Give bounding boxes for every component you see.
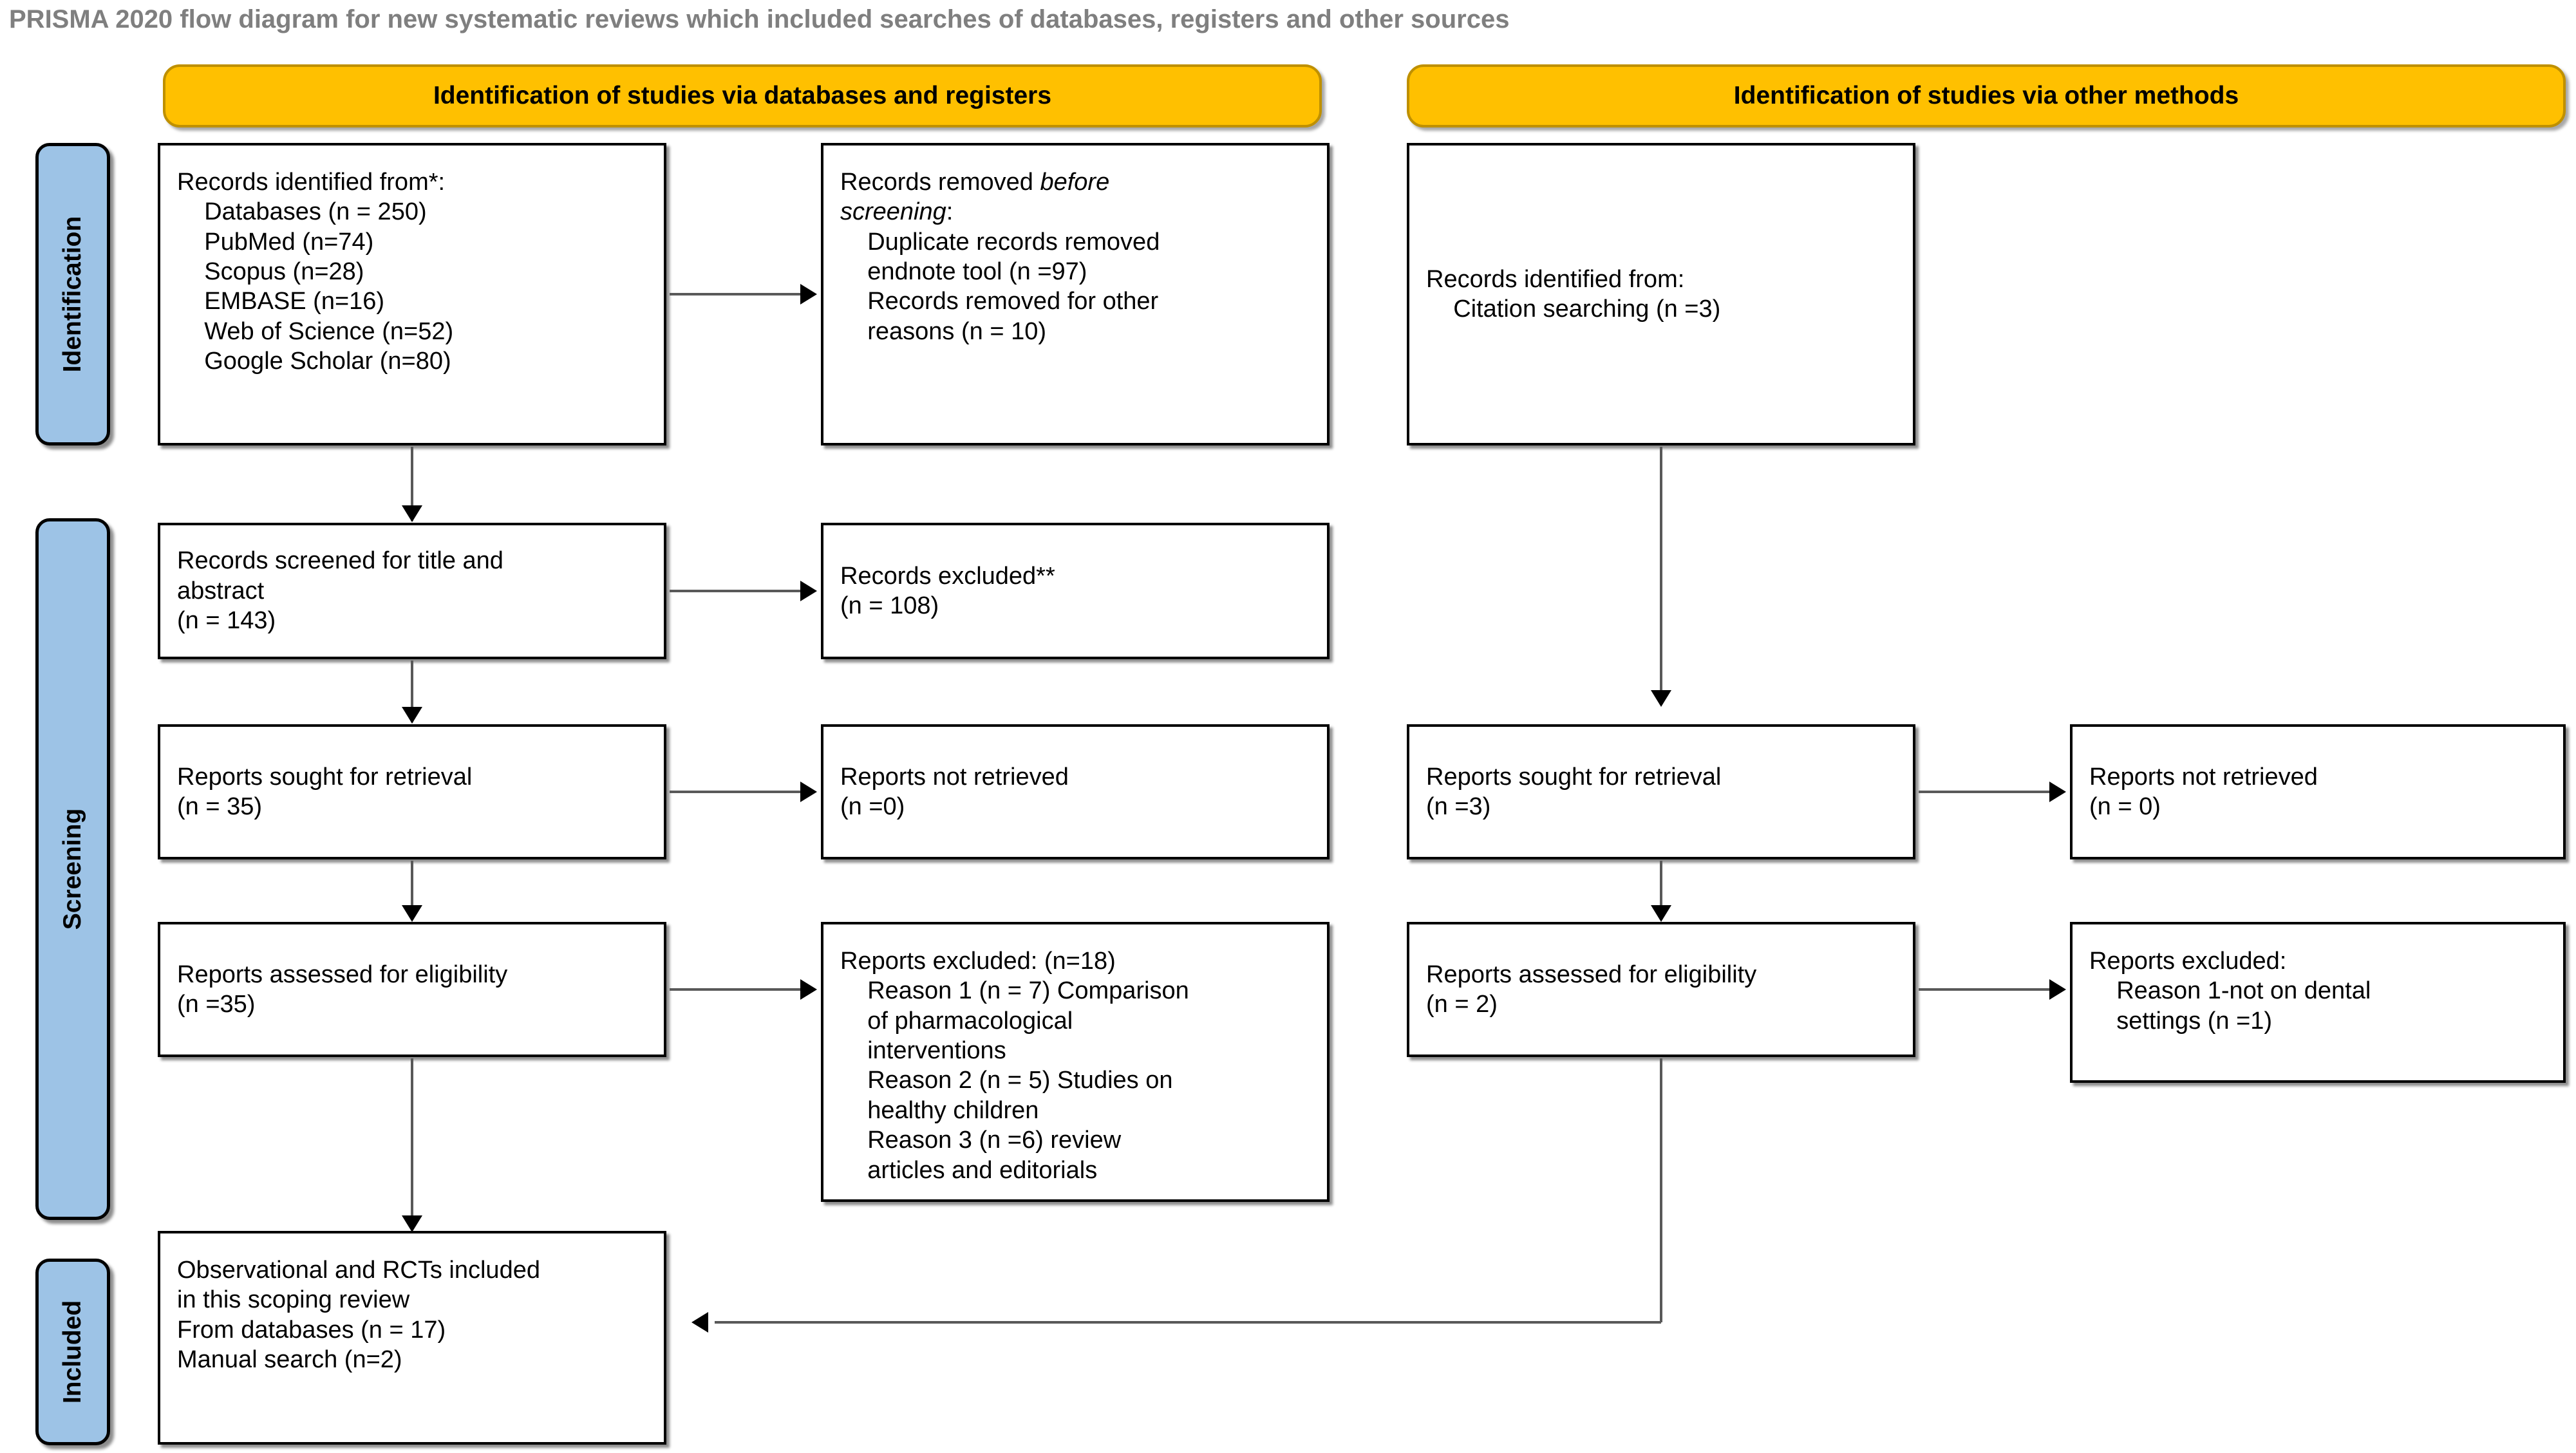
box-reports-excluded-left: Reports excluded: (n=18) Reason 1 (n = 7…: [821, 922, 1330, 1202]
box-records-screened: Records screened for title and abstract …: [158, 523, 666, 659]
banner-databases-registers-label: Identification of studies via databases …: [433, 82, 1052, 109]
arrowhead-screened-to-excluded: [800, 581, 817, 601]
box-reports-not-retrieved-right: Reports not retrieved (n = 0): [2070, 724, 2566, 859]
box-records-removed-text: Records removed before screening: Duplica…: [840, 167, 1160, 346]
phase-included-label: Included: [59, 1300, 86, 1404]
phase-identification-label: Identification: [59, 216, 86, 373]
box-reports-sought-right-text: Reports sought for retrieval (n =3): [1426, 763, 1722, 820]
connector-right-elbow-horizontal: [715, 1321, 1661, 1324]
box-records-removed-before-screening: Records removed before screening: Duplica…: [821, 143, 1330, 445]
records-removed-body: : Duplicate records removed endnote tool…: [867, 198, 1160, 345]
box-reports-sought-left-text: Reports sought for retrieval (n = 35): [177, 763, 473, 820]
box-reports-excluded-left-text: Reports excluded: (n=18) Reason 1 (n = 7…: [840, 948, 1189, 1184]
connector-sought-to-notretrieved-right: [1919, 791, 2051, 793]
arrowhead-other-identified-to-sought: [1651, 690, 1671, 707]
page-title: PRISMA 2020 flow diagram for new systema…: [9, 5, 1510, 33]
banner-other-methods-label: Identification of studies via other meth…: [1733, 82, 2239, 109]
box-reports-not-retrieved-left: Reports not retrieved (n =0): [821, 724, 1330, 859]
box-reports-assessed-right-text: Reports assessed for eligibility (n = 2): [1426, 961, 1757, 1018]
box-records-excluded-text: Records excluded** (n = 108): [840, 562, 1055, 619]
box-reports-sought-right: Reports sought for retrieval (n =3): [1407, 724, 1915, 859]
arrowhead-assessed-to-included: [402, 1215, 422, 1232]
box-records-identified-other: Records identified from: Citation search…: [1407, 143, 1915, 445]
box-reports-assessed-right: Reports assessed for eligibility (n = 2): [1407, 922, 1915, 1057]
records-removed-italic-before: before: [1040, 169, 1110, 196]
connector-assessed-to-included: [411, 1058, 413, 1226]
box-reports-assessed-left: Reports assessed for eligibility (n =35): [158, 922, 666, 1057]
banner-other-methods: Identification of studies via other meth…: [1407, 64, 2566, 127]
arrowhead-screened-to-sought: [402, 707, 422, 724]
connector-identified-to-removed: [670, 293, 802, 295]
phase-screening: Screening: [35, 518, 110, 1220]
connector-sought-to-assessed-left: [411, 861, 413, 920]
arrowhead-assessed-to-excluded-left: [800, 979, 817, 1000]
arrowhead-right-elbow-to-included: [691, 1312, 708, 1333]
box-records-excluded: Records excluded** (n = 108): [821, 523, 1330, 659]
box-reports-not-retrieved-left-text: Reports not retrieved (n =0): [840, 763, 1069, 820]
connector-identified-to-screened: [411, 447, 413, 521]
connector-right-elbow-vertical: [1660, 1058, 1662, 1322]
connector-sought-to-notretrieved-left: [670, 791, 802, 793]
connector-other-identified-to-sought: [1660, 447, 1662, 704]
box-records-screened-text: Records screened for title and abstract …: [177, 547, 503, 635]
connector-screened-to-sought: [411, 661, 413, 722]
box-reports-assessed-left-text: Reports assessed for eligibility (n =35): [177, 961, 508, 1018]
box-records-identified: Records identified from*: Databases (n =…: [158, 143, 666, 445]
connector-screened-to-excluded: [670, 590, 802, 592]
arrowhead-identified-to-screened: [402, 505, 422, 522]
arrowhead-sought-to-assessed-left: [402, 905, 422, 922]
records-removed-italic-screening: screening: [840, 198, 946, 226]
phase-included: Included: [35, 1259, 110, 1445]
box-included-final-text: Observational and RCTs included in this …: [177, 1257, 540, 1374]
box-reports-excluded-right-text: Reports excluded: Reason 1-not on dental…: [2089, 948, 2371, 1035]
arrowhead-sought-to-assessed-right: [1651, 905, 1671, 922]
banner-databases-registers: Identification of studies via databases …: [163, 64, 1322, 127]
arrowhead-assessed-to-excluded-right: [2049, 979, 2066, 1000]
box-included-final: Observational and RCTs included in this …: [158, 1231, 666, 1445]
arrowhead-identified-to-removed: [800, 284, 817, 305]
arrowhead-sought-to-notretrieved-right: [2049, 782, 2066, 802]
phase-screening-label: Screening: [59, 808, 86, 930]
box-records-identified-other-text: Records identified from: Citation search…: [1426, 265, 1721, 323]
connector-sought-to-assessed-right: [1660, 861, 1662, 920]
records-removed-head: Records removed: [840, 169, 1040, 196]
box-reports-sought-left: Reports sought for retrieval (n = 35): [158, 724, 666, 859]
connector-assessed-to-excluded-right: [1919, 988, 2051, 991]
connector-assessed-to-excluded-left: [670, 988, 802, 991]
phase-identification: Identification: [35, 143, 110, 445]
box-reports-not-retrieved-right-text: Reports not retrieved (n = 0): [2089, 763, 2318, 820]
arrowhead-sought-to-notretrieved-left: [800, 782, 817, 802]
box-reports-excluded-right: Reports excluded: Reason 1-not on dental…: [2070, 922, 2566, 1083]
box-records-identified-text: Records identified from*: Databases (n =…: [177, 169, 454, 375]
